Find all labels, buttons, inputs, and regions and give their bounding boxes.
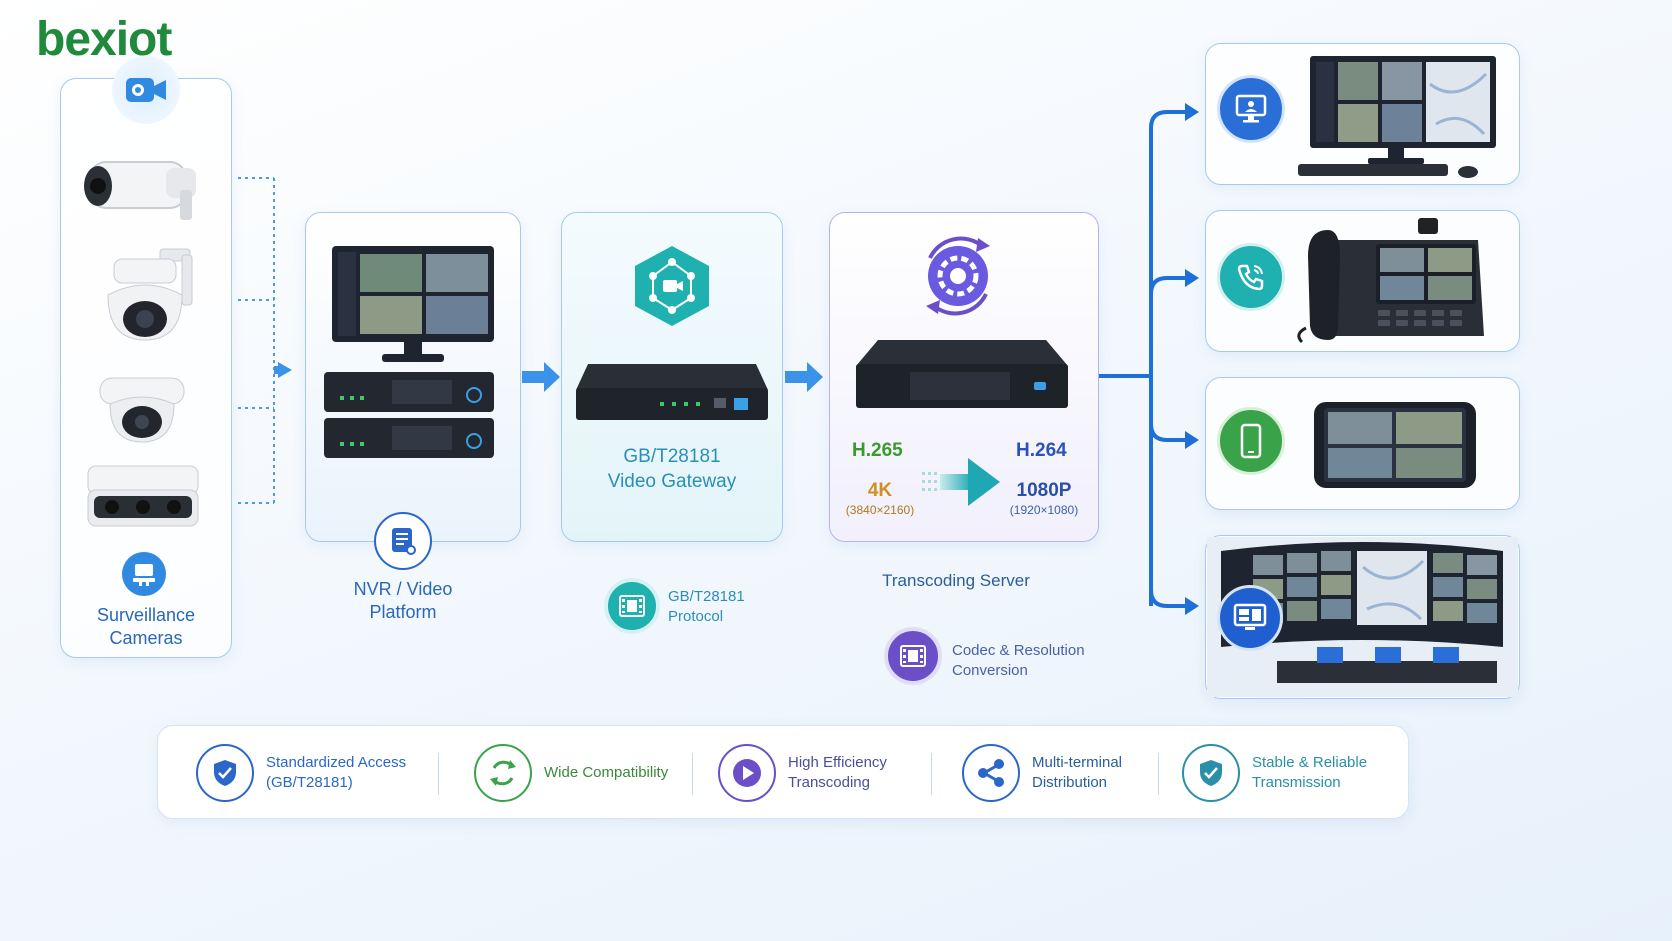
gateway-title-line1: GB/T28181 (623, 446, 721, 467)
arrow-to-nvr (278, 362, 292, 378)
feature-divider (692, 753, 693, 795)
film-protocol-icon (604, 578, 660, 634)
feature-standardized-access: Standardized Access (GB/T28181) (196, 744, 406, 802)
protocol-label: GB/T28181 Protocol (668, 587, 745, 627)
smartphone-icon (1217, 407, 1285, 475)
desktop-monitor-icon (1217, 75, 1285, 143)
phone-call-icon (1217, 243, 1285, 311)
nvr-label: NVR / Video Platform (318, 578, 488, 624)
feature-high-efficiency: High Efficiency Transcoding (718, 744, 887, 802)
feature-wide-compatibility: Wide Compatibility (474, 744, 668, 802)
protocol-label-line1: GB/T28181 (668, 588, 745, 605)
feature-1-line2: (GB/T28181) (266, 774, 353, 791)
feature-4-line2: Distribution (1032, 774, 1108, 791)
output-codec: H.264 (1016, 440, 1067, 461)
server-platform-icon (374, 512, 432, 570)
control-room-image (1207, 537, 1518, 697)
distribution-connector-lines (1099, 103, 1199, 615)
ptz-camera-image (107, 248, 193, 341)
codec-conversion-line1: Codec & Resolution (952, 642, 1085, 659)
feature-3-line2: Transcoding (788, 774, 870, 791)
input-resolution-detail: (3840×2160) (845, 503, 915, 517)
gateway-device-image (576, 364, 768, 420)
transcoding-server-image (856, 340, 1068, 408)
gateway-title-line2: Video Gateway (607, 471, 737, 492)
conversion-arrow-icon (922, 458, 1000, 506)
dashboard-screen-icon (1217, 585, 1283, 651)
gateway-network-icon (635, 246, 709, 326)
share-icon (962, 744, 1020, 802)
cameras-label: Surveillance Cameras (62, 604, 230, 650)
arrow-gateway-to-transcoder (785, 362, 823, 392)
feature-stable-reliable: Stable & Reliable Transmission (1182, 744, 1367, 802)
desktop-pc-image (1298, 56, 1496, 178)
feature-3-line1: High Efficiency (788, 754, 887, 771)
smartphone-image (1314, 402, 1476, 488)
bullet-camera-image (84, 161, 196, 220)
feature-divider (1158, 753, 1159, 795)
codec-conversion-line2: Conversion (952, 662, 1028, 679)
nvr-recorder-image (324, 372, 494, 458)
feature-5-line1: Stable & Reliable (1252, 754, 1368, 771)
nvr-monitor-image (332, 246, 494, 362)
nvr-label-line2: Platform (369, 602, 437, 622)
output-resolution: 1080P (1016, 480, 1072, 501)
cameras-label-line1: Surveillance (96, 605, 196, 625)
feature-4-line1: Multi-terminal (1032, 754, 1123, 771)
codec-film-icon (884, 627, 942, 685)
feature-2-line1: Wide Compatibility (544, 764, 669, 781)
nvr-label-line1: NVR / Video (353, 579, 453, 599)
arrow-nvr-to-gateway (522, 362, 560, 392)
multi-sensor-camera-image (87, 465, 199, 527)
feature-5-line2: Transmission (1252, 774, 1341, 791)
feature-divider (438, 753, 439, 795)
shield-check-icon (1182, 744, 1240, 802)
input-codec: H.265 (852, 440, 903, 461)
feature-divider (931, 753, 932, 795)
gateway-title: GB/T28181 Video Gateway (561, 444, 783, 494)
transcode-gear-icon (926, 236, 990, 316)
sync-icon (474, 744, 532, 802)
codec-conversion-label: Codec & Resolution Conversion (952, 641, 1085, 681)
camera-connector-lines (238, 177, 292, 504)
feature-multi-terminal: Multi-terminal Distribution (962, 744, 1122, 802)
protocol-label-line2: Protocol (668, 608, 724, 625)
cameras-label-line2: Cameras (109, 628, 183, 648)
video-phone-image (1297, 218, 1484, 344)
shield-check-icon (196, 744, 254, 802)
transcoder-label: Transcoding Server (882, 571, 1030, 590)
input-resolution: 4K (867, 480, 893, 501)
video-camera-badge-icon (112, 56, 180, 124)
surveillance-desk-icon (122, 552, 166, 596)
dome-camera-image (99, 377, 185, 443)
play-icon (718, 744, 776, 802)
feature-1-line1: Standardized Access (266, 754, 407, 771)
output-resolution-detail: (1920×1080) (1009, 503, 1079, 517)
